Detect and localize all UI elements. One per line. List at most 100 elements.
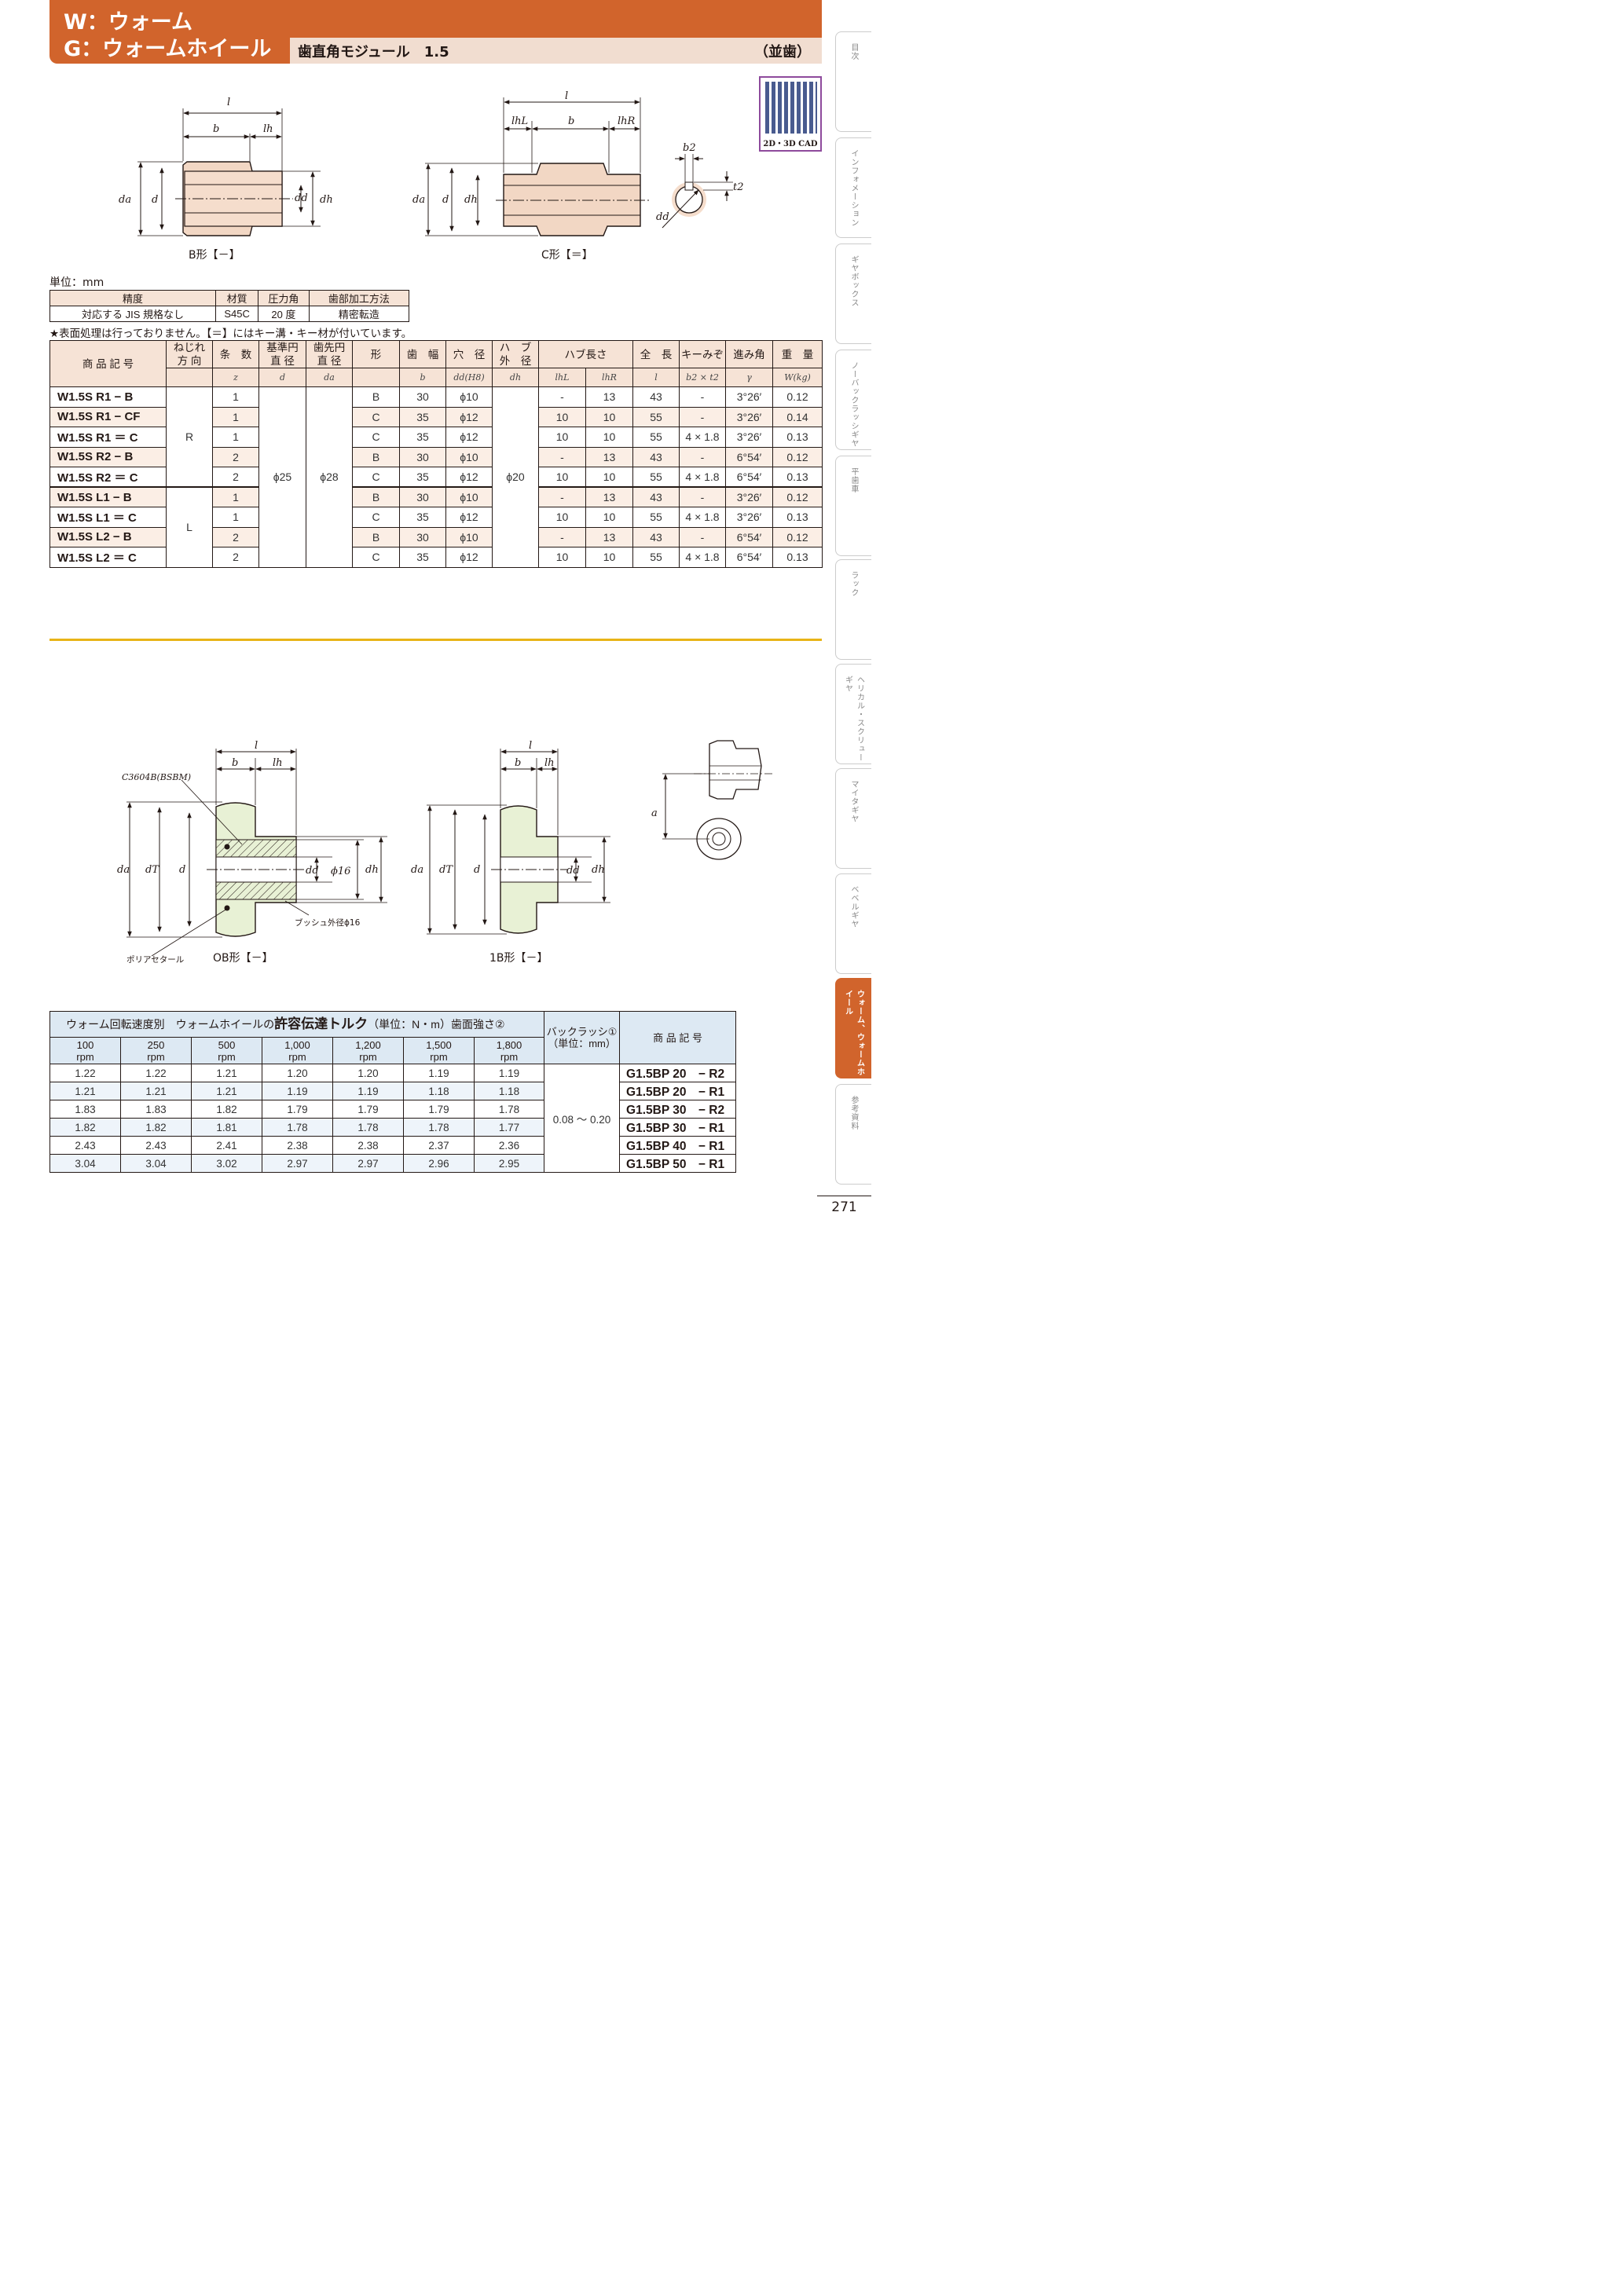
bore: ϕ12 (445, 427, 493, 448)
hub-length-l: 10 (538, 467, 586, 488)
rpm-header: 250 rpm (120, 1037, 192, 1064)
c-dim-lhr: lhR (618, 115, 636, 127)
sidebar-tab-2[interactable]: インフォメーション (835, 137, 871, 238)
ob-dim-phi16: ϕ16 (331, 866, 350, 877)
c-dim-t2: t2 (733, 181, 744, 193)
col-pitch-d: 基準円 直 径 (258, 340, 306, 368)
sidebar-tab-1[interactable]: 目次 (835, 31, 871, 132)
b1-dim-d: d (474, 864, 480, 876)
starts: 2 (212, 467, 259, 488)
ob-dim-dd: dd (306, 865, 319, 877)
sidebar-tab-10[interactable]: ウォーム、ウォームホイール (835, 978, 871, 1078)
col-twist: ねじれ 方 向 (166, 340, 213, 368)
torque-value: 1.19 (262, 1082, 333, 1100)
hub-length-l: - (538, 446, 586, 467)
torque-value: 1.79 (332, 1100, 404, 1119)
col-keyway: キーみぞ (679, 340, 726, 368)
face-width: 35 (399, 547, 446, 568)
col-hub-len: ハブ長さ (538, 340, 633, 368)
lead-angle: 6°54′ (725, 446, 773, 467)
keyway: - (679, 446, 726, 467)
cad-qr-code[interactable]: 2D・3D CAD (759, 76, 822, 152)
torque-value: 2.36 (473, 1136, 545, 1155)
sidebar-tab-11[interactable]: 参考資料 (835, 1084, 871, 1185)
torque-value: 1.79 (262, 1100, 333, 1119)
sidebar-tab-3[interactable]: ギヤボックス (835, 244, 871, 344)
col-weight: 重 量 (772, 340, 823, 368)
header-tooth-type: （並歯） (754, 44, 811, 60)
header-sub-band (290, 38, 822, 64)
product-code: W1.5S R1 − B (49, 386, 167, 408)
rpm-header: 500 rpm (191, 1037, 262, 1064)
col-face: 歯 幅 (399, 340, 446, 368)
bore: ϕ12 (445, 467, 493, 488)
weight: 0.13 (772, 467, 823, 488)
page-number: 271 (817, 1196, 871, 1219)
sidebar-tab-5[interactable]: 平歯車 (835, 456, 871, 556)
total-length: 43 (632, 386, 680, 408)
hub-length-l: 10 (538, 406, 586, 427)
b1-dim-dd: dd (566, 865, 580, 877)
torque-value: 1.20 (262, 1064, 333, 1082)
weight: 0.12 (772, 446, 823, 467)
lead-angle: 6°54′ (725, 467, 773, 488)
sidebar-tab-label: ラック (849, 571, 858, 597)
hub-diameter: ϕ20 (492, 386, 539, 568)
weight: 0.12 (772, 486, 823, 507)
c-dim-d: d (442, 194, 449, 206)
ob-form-diagram: l b lh C3604B(BSBM) da dT d dd ϕ16 dh ブッ… (117, 740, 387, 965)
torque-value: 1.21 (120, 1082, 192, 1100)
sidebar-tab-8[interactable]: マイタギヤ (835, 768, 871, 869)
rpm-header: 1,200 rpm (332, 1037, 404, 1064)
col-bore: 穴 径 (445, 340, 493, 368)
weight: 0.14 (772, 406, 823, 427)
ob-dim-b: b (232, 757, 238, 769)
b-dim-b: b (213, 123, 219, 135)
ob-material: C3604B(BSBM) (122, 772, 191, 782)
torque-value: 2.95 (473, 1154, 545, 1173)
sym-z: z (212, 368, 259, 387)
hub-length-r: 10 (585, 467, 633, 488)
product-code: W1.5S L1 − B (49, 486, 167, 507)
face-width: 35 (399, 406, 446, 427)
keyway: 4 × 1.8 (679, 547, 726, 568)
torque-value: 2.38 (332, 1136, 404, 1155)
sidebar-tab-7[interactable]: ヘリカル・スクリューギヤ (835, 664, 871, 764)
sym-gamma: γ (725, 368, 773, 387)
product-code: W1.5S L1 ＝ C (49, 507, 167, 528)
keyway: 4 × 1.8 (679, 507, 726, 528)
lead-angle: 3°26′ (725, 427, 773, 448)
c-dim-dd: dd (656, 211, 669, 223)
torque-value: 1.83 (120, 1100, 192, 1119)
torque-value: 1.20 (332, 1064, 404, 1082)
keyway: - (679, 486, 726, 507)
lead-angle: 3°26′ (725, 406, 773, 427)
bore: ϕ10 (445, 486, 493, 507)
bore: ϕ10 (445, 386, 493, 408)
pitch-diameter: ϕ25 (258, 386, 306, 568)
form: C (352, 427, 400, 448)
ob-form-caption: OB形【－】 (213, 952, 273, 965)
torque-value: 1.22 (120, 1064, 192, 1082)
wheel-product-code: G1.5BP 20 − R1 (619, 1082, 737, 1100)
spec-value: S45C (215, 306, 259, 322)
sidebar-tab-4[interactable]: ノーバックラッシギヤ (835, 350, 871, 450)
product-code: W1.5S L2 − B (49, 526, 167, 547)
hub-length-r: 13 (585, 526, 633, 547)
total-length: 55 (632, 507, 680, 528)
total-length: 43 (632, 486, 680, 507)
c-form-caption: C形【＝】 (541, 249, 593, 262)
b1-dim-lh: lh (544, 757, 555, 769)
lead-angle: 3°26′ (725, 507, 773, 528)
total-length: 55 (632, 467, 680, 488)
hub-length-l: - (538, 386, 586, 408)
sidebar-tab-9[interactable]: ベベルギヤ (835, 873, 871, 974)
spec-value: 20 度 (258, 306, 310, 322)
sidebar-tab-6[interactable]: ラック (835, 559, 871, 660)
starts: 1 (212, 406, 259, 427)
section-divider (49, 639, 822, 641)
